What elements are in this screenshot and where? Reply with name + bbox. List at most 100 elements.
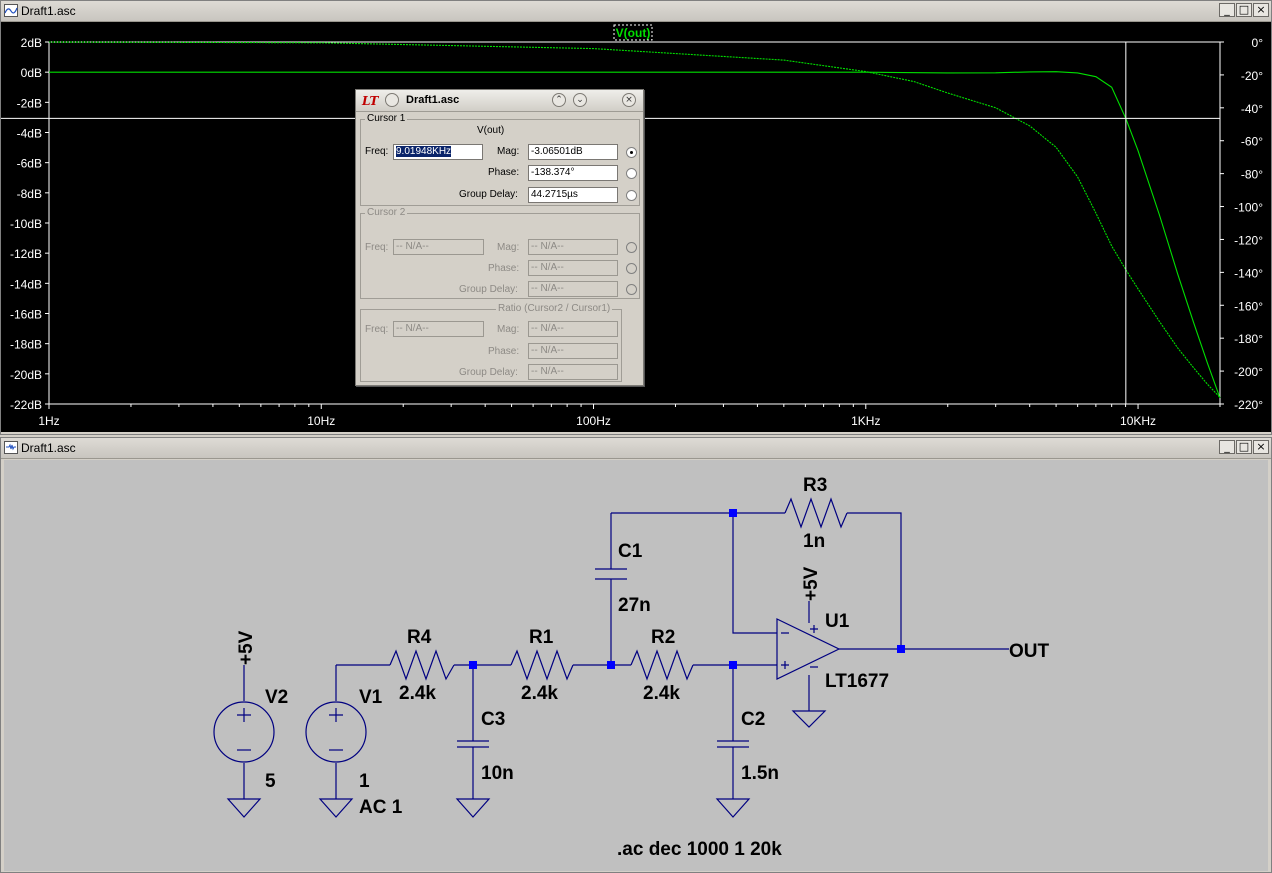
minimize-button[interactable]: _ — [1219, 3, 1235, 17]
v2-voltage-source[interactable] — [213, 701, 275, 763]
x-tick-label: 10Hz — [307, 414, 335, 428]
wire — [847, 512, 902, 649]
v2-value: 5 — [265, 771, 276, 792]
lt-logo: LT — [362, 94, 379, 108]
u1-supply-label: +5V — [801, 566, 822, 601]
schematic-drawing[interactable]: R3 1n C1 27n R4 2.4k R1 2.4k R2 2.4k C3 … — [4, 460, 1268, 871]
y-left-tick-label: -22dB — [10, 398, 42, 412]
v1-voltage-source[interactable] — [305, 701, 367, 763]
plot-window-titlebar[interactable]: Draft1.asc _ □ × — [1, 1, 1271, 22]
y-right-tick-label: -60° — [1241, 135, 1263, 149]
r1-value: 2.4k — [521, 683, 558, 704]
y-left-tick-label: -4dB — [17, 127, 42, 141]
y-right-tick-label: -220° — [1234, 398, 1263, 412]
trace-label: V(out) — [616, 26, 651, 40]
r4-resistor[interactable] — [389, 649, 455, 681]
y-left-tick-label: -12dB — [10, 247, 42, 261]
cursor1-gd-field[interactable]: 44.2715µs — [528, 187, 618, 203]
cursor1-mag-field[interactable]: -3.06501dB — [528, 144, 618, 160]
cursor2-label: Cursor 2 — [365, 207, 408, 218]
maximize-button[interactable]: □ — [1236, 3, 1252, 17]
cursor1-gd-radio[interactable] — [626, 190, 637, 201]
spice-directive[interactable]: .ac dec 1000 1 20k — [617, 839, 782, 860]
cursor2-gd-radio — [626, 284, 637, 295]
cursor1-phase-radio[interactable] — [626, 168, 637, 179]
c1-value: 27n — [618, 595, 651, 616]
y-left-tick-label: -16dB — [10, 308, 42, 322]
cursor2-mag-label: Mag: — [497, 242, 520, 253]
c2-capacitor[interactable] — [717, 740, 749, 748]
ground-icon — [715, 798, 751, 818]
c2-name: C2 — [741, 709, 765, 730]
ground-icon — [318, 798, 354, 818]
junction-dot — [469, 661, 477, 669]
c1-name: C1 — [618, 541, 643, 562]
close-button[interactable]: × — [1253, 3, 1269, 17]
x-tick-label: 10KHz — [1120, 414, 1156, 428]
ground-icon — [226, 798, 262, 818]
out-net-label: OUT — [1009, 641, 1050, 662]
ratio-group: Ratio (Cursor2 / Cursor1) Freq: -- N/A--… — [360, 303, 622, 382]
y-left-tick-label: 2dB — [21, 36, 42, 50]
y-left-tick-label: -18dB — [10, 338, 42, 352]
r3-value: 1n — [803, 531, 825, 552]
c2-value: 1.5n — [741, 763, 779, 784]
magnitude-trace — [49, 71, 1221, 399]
rollup-up-icon[interactable]: ⌃ — [552, 93, 566, 107]
cursor1-phase-field[interactable]: -138.374° — [528, 165, 618, 181]
cursor2-gd-label: Group Delay: — [459, 284, 518, 295]
cursor1-mag-radio[interactable] — [626, 147, 637, 158]
r2-value: 2.4k — [643, 683, 680, 704]
cursor2-freq-field: -- N/A-- — [393, 239, 484, 255]
junction-dot — [897, 645, 905, 653]
waveform-icon — [4, 4, 18, 17]
cursor1-trace: V(out) — [477, 125, 505, 136]
cursor1-phase-label: Phase: — [488, 167, 520, 178]
close-button[interactable]: × — [1253, 440, 1269, 454]
minimize-button[interactable]: _ — [1219, 440, 1235, 454]
y-right-tick-label: -120° — [1234, 233, 1263, 247]
v1-value: 1 — [359, 771, 370, 792]
pin-button[interactable] — [385, 93, 399, 107]
rollup-down-icon[interactable]: ⌄ — [573, 93, 587, 107]
cursor1-freq-field[interactable]: 9.01948KHz — [393, 144, 483, 160]
cursor1-label: Cursor 1 — [365, 113, 408, 124]
u1-name: U1 — [825, 611, 850, 632]
phase-trace — [48, 41, 1221, 398]
junction-dot — [607, 661, 615, 669]
cursor-dialog-titlebar[interactable]: LT Draft1.asc ⌃ ⌄ × — [356, 90, 643, 112]
y-left-tick-label: -2dB — [17, 96, 42, 110]
v1-name: V1 — [359, 687, 383, 708]
r3-resistor[interactable] — [784, 497, 848, 529]
v1-ac-value: AC 1 — [359, 797, 403, 818]
wire — [732, 513, 777, 634]
cursor2-freq-label: Freq: — [365, 242, 389, 253]
schematic-canvas[interactable]: R3 1n C1 27n R4 2.4k R1 2.4k R2 2.4k C3 … — [4, 460, 1268, 871]
r4-name: R4 — [407, 627, 432, 648]
cursor-dialog-title: Draft1.asc — [406, 94, 460, 106]
cursor2-phase-field: -- N/A-- — [528, 260, 618, 276]
cursor1-freq-label: Freq: — [365, 146, 389, 157]
ground-icon — [455, 798, 491, 818]
schematic-window-titlebar[interactable]: Draft1.asc _ □ × — [1, 438, 1271, 459]
y-right-tick-label: -40° — [1241, 102, 1263, 116]
r3-name: R3 — [803, 475, 827, 496]
r1-resistor[interactable] — [510, 649, 574, 681]
c1-capacitor[interactable] — [595, 568, 627, 580]
c3-capacitor[interactable] — [457, 740, 489, 748]
y-left-tick-label: 0dB — [21, 66, 42, 80]
ratio-freq-label: Freq: — [365, 324, 389, 335]
dialog-close-button[interactable]: × — [622, 93, 636, 107]
u1-opamp[interactable] — [776, 618, 841, 680]
cursor1-group: Cursor 1 V(out) Freq: 9.01948KHz Mag: -3… — [360, 113, 640, 206]
ratio-gd-field: -- N/A-- — [528, 364, 618, 380]
x-tick-label: 1KHz — [851, 414, 880, 428]
ratio-mag-field: -- N/A-- — [528, 321, 618, 337]
ratio-freq-field: -- N/A-- — [393, 321, 484, 337]
y-left-tick-label: -10dB — [10, 217, 42, 231]
r2-resistor[interactable] — [630, 649, 694, 681]
u1-model: LT1677 — [825, 671, 889, 692]
v2-supply-label: +5V — [236, 630, 257, 665]
maximize-button[interactable]: □ — [1236, 440, 1252, 454]
y-right-tick-label: -80° — [1241, 168, 1263, 182]
